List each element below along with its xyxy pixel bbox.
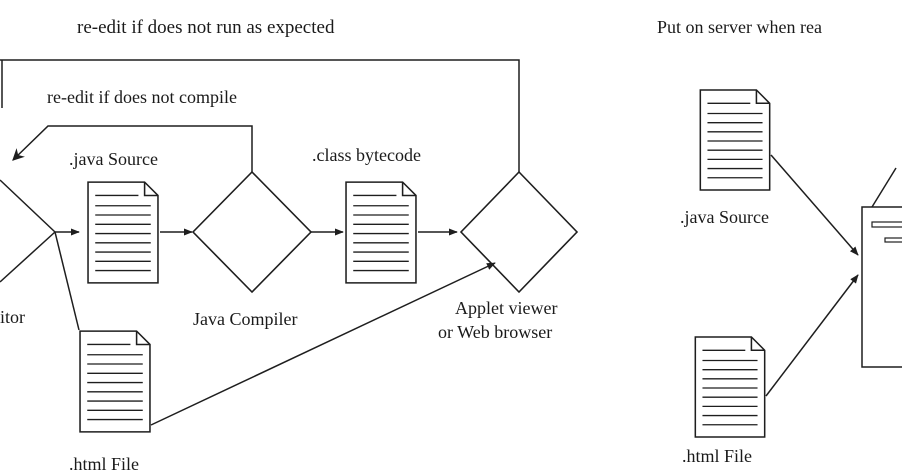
label-java-source: .java Source <box>69 149 158 169</box>
label-applet-viewer-line2: or Web browser <box>438 322 552 342</box>
html-file-right-document-icon <box>694 336 766 438</box>
label-applet-viewer-line1: Applet viewer <box>455 298 557 318</box>
html-file-document-icon <box>79 330 151 433</box>
java-source-right-document-icon <box>699 89 771 191</box>
label-html-file: .html File <box>69 454 139 474</box>
label-class-bytecode: .class bytecode <box>312 145 421 165</box>
label-java-compiler: Java Compiler <box>193 309 297 329</box>
arrow-source-to-server <box>770 154 859 256</box>
label-reedit-compile: re-edit if does not compile <box>47 87 237 107</box>
label-reedit-run: re-edit if does not run as expected <box>77 17 335 38</box>
java-source-document-icon <box>87 181 159 284</box>
editor-to-html-line <box>54 231 80 331</box>
arrow-html-to-viewer <box>150 262 496 426</box>
reedit-run-loop-line <box>0 59 520 172</box>
arrow-html-to-server <box>765 274 859 397</box>
java-compiler-diamond-icon <box>191 170 313 294</box>
server-icon <box>861 167 902 368</box>
editor-diagonal-lower <box>0 231 56 283</box>
label-editor: itor <box>0 307 25 327</box>
reedit-compile-loop-line <box>12 125 253 172</box>
label-java-source-right: .java Source <box>680 207 769 227</box>
applet-viewer-diamond-icon <box>459 170 579 294</box>
label-put-on-server: Put on server when rea <box>657 17 822 37</box>
label-html-file-right: .html File <box>682 446 752 466</box>
class-bytecode-document-icon <box>345 181 417 284</box>
editor-diagonal-upper <box>0 179 56 233</box>
